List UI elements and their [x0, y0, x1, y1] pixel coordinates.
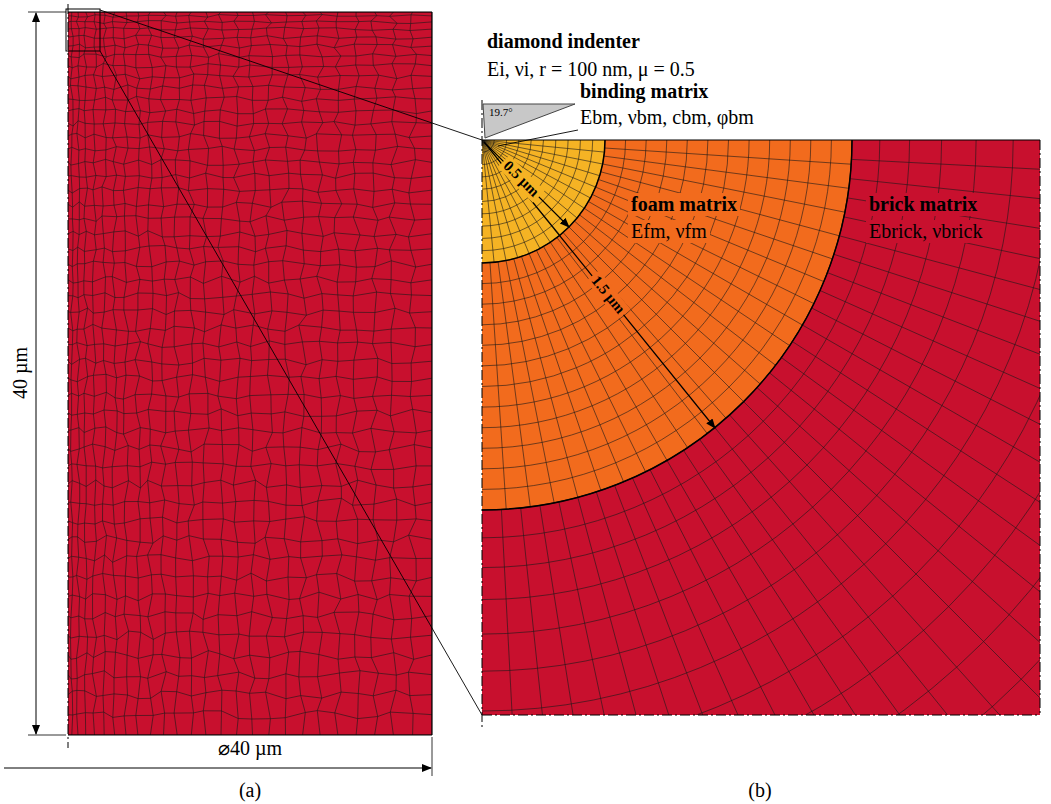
- panel-edge: [482, 139, 1040, 140]
- part-name: diamond indenter: [487, 30, 640, 53]
- dimension-arrow: [36, 13, 37, 734]
- dimension-arrow: [4, 768, 431, 769]
- panel-edge: [68, 734, 432, 735]
- part-name: foam matrix: [628, 193, 740, 216]
- mesh-b: [482, 140, 1040, 715]
- dimension-label: 40 µm: [9, 344, 32, 402]
- parameter-list: Efm, νfm: [628, 220, 710, 243]
- panel-label: (a): [239, 779, 261, 802]
- dimension-label: ⌀40 µm: [215, 737, 285, 760]
- radius-arrow: [484, 142, 569, 227]
- part-name: brick matrix: [866, 193, 980, 216]
- leader-line: [498, 130, 578, 146]
- brick-region: [68, 12, 432, 735]
- zoom-box: [66, 9, 100, 51]
- region-boundary: [482, 140, 852, 510]
- panel-label: (b): [748, 779, 771, 802]
- radius-arrow: [484, 142, 715, 428]
- parameter-list: Ebm, νbm, cbm, φbm: [580, 106, 754, 129]
- zoom-leader: [100, 51, 482, 715]
- panel-edge: [482, 715, 1040, 716]
- parameter-list: Ebrick, νbrick: [866, 220, 985, 243]
- mesh-lines: [68, 12, 432, 735]
- extension-line: [28, 12, 66, 13]
- indenter-symbol: [483, 104, 575, 138]
- symmetry-axis: [482, 100, 483, 730]
- extension-line: [432, 737, 433, 776]
- region-boundary: [482, 140, 605, 263]
- panel-edge: [1040, 140, 1041, 715]
- part-name: binding matrix: [580, 80, 708, 103]
- extension-line: [28, 735, 66, 736]
- zoom-leader: [100, 10, 482, 140]
- zoom-panel: [482, 140, 1040, 715]
- mesh-lines: [482, 140, 1040, 715]
- panel-edge: [68, 11, 432, 12]
- symmetry-axis: [68, 4, 69, 748]
- angle-label: 19.7°: [489, 106, 513, 119]
- parameter-list: Ei, νi, r = 100 nm, μ = 0.5: [487, 58, 695, 81]
- mesh-a: [68, 12, 432, 735]
